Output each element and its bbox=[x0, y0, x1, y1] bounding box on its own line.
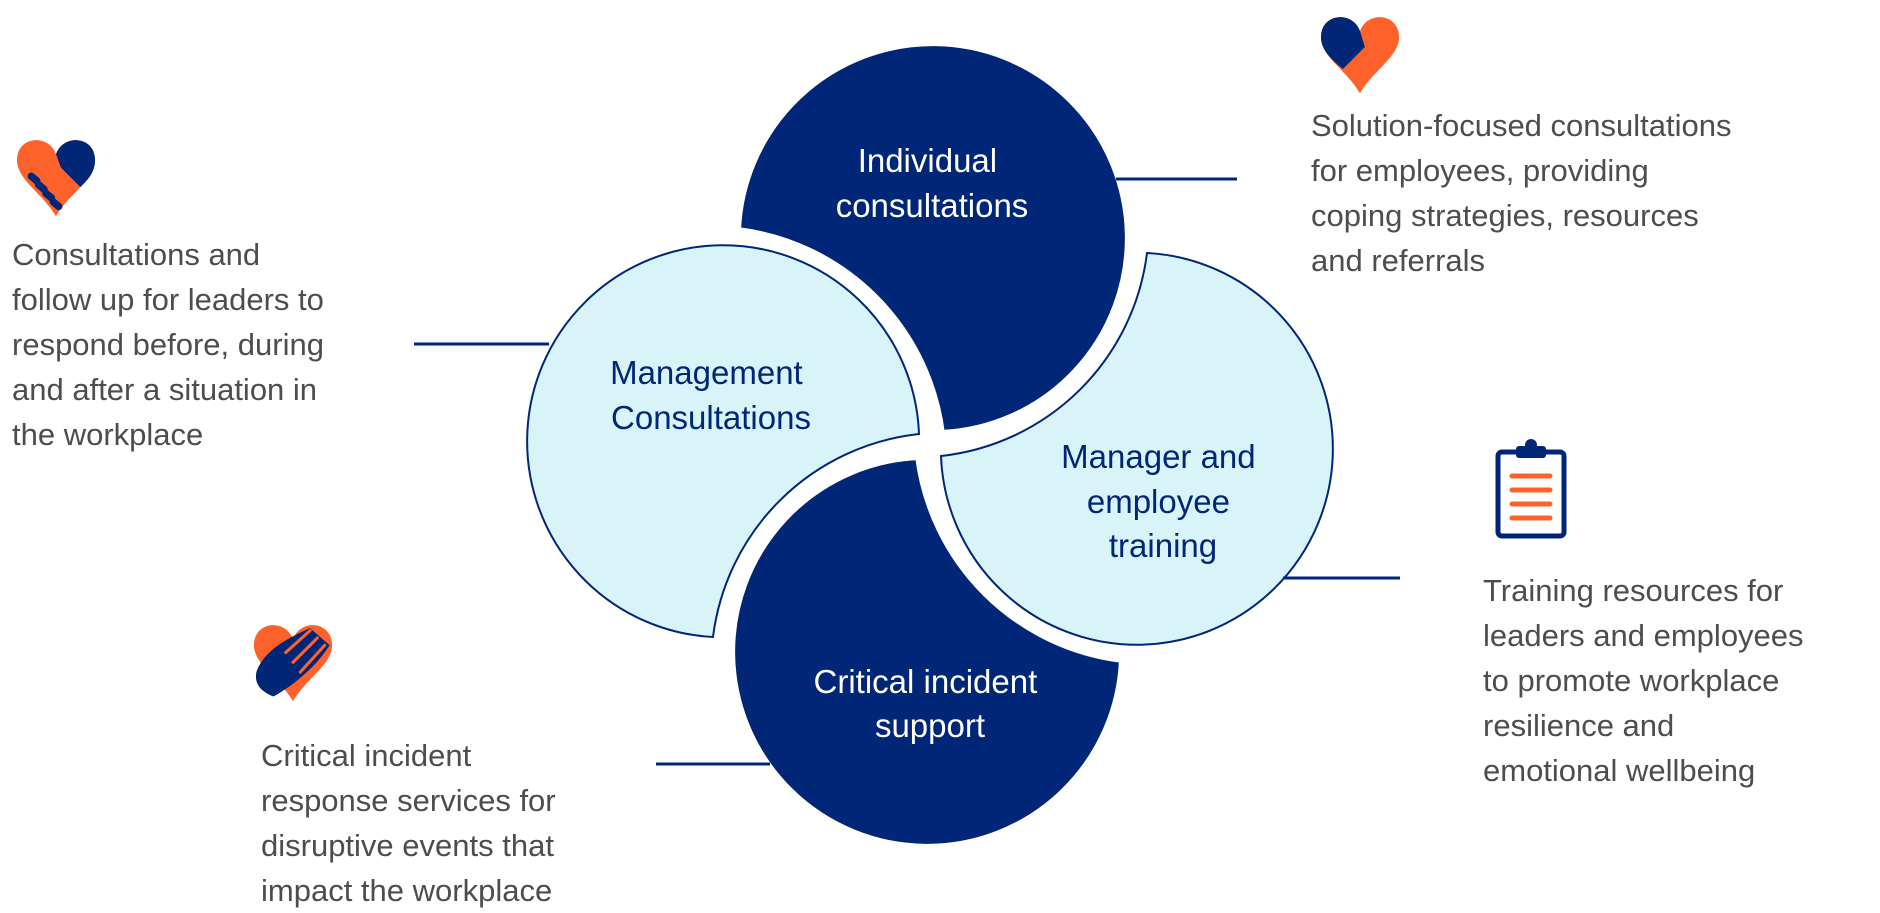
description-line: to promote workplace bbox=[1483, 663, 1780, 698]
handshake-heart-icon bbox=[16, 140, 96, 217]
description-line: resilience and bbox=[1483, 708, 1675, 743]
description-line: and referrals bbox=[1311, 243, 1486, 278]
segment-label-line: training bbox=[1109, 527, 1217, 564]
description-line: emotional wellbeing bbox=[1483, 753, 1756, 788]
segment-label-line: Consultations bbox=[611, 399, 811, 436]
segment-label-training: Manager and employee training bbox=[1061, 438, 1265, 564]
segment-management bbox=[526, 244, 921, 639]
segment-label-line: Management bbox=[610, 354, 803, 391]
description-line: impact the workplace bbox=[261, 873, 553, 908]
description-line: respond before, during bbox=[12, 327, 324, 362]
segment-individual bbox=[733, 38, 1133, 438]
description-line: leaders and employees bbox=[1483, 618, 1804, 653]
description-line: and after a situation in bbox=[12, 372, 318, 407]
segment-label-critical: Critical incident support bbox=[814, 663, 1047, 744]
description-line: Critical incident bbox=[261, 738, 472, 773]
segment-label-line: consultations bbox=[836, 187, 1029, 224]
description-training: Training resources for leaders and emplo… bbox=[1483, 568, 1804, 793]
segment-label-line: employee bbox=[1087, 483, 1230, 520]
segment-label-individual: Individual consultations bbox=[836, 142, 1029, 224]
description-line: follow up for leaders to bbox=[12, 282, 324, 317]
description-line: coping strategies, resources bbox=[1311, 198, 1699, 233]
segment-label-management: Management Consultations bbox=[610, 354, 812, 436]
segment-critical bbox=[727, 452, 1127, 852]
description-line: Training resources for bbox=[1483, 573, 1784, 608]
segment-label-line: Critical incident bbox=[814, 663, 1038, 700]
description-management: Consultations and follow up for leaders … bbox=[12, 232, 324, 457]
hand-heart-icon bbox=[253, 625, 333, 702]
segment-label-line: support bbox=[875, 707, 985, 744]
segment-training bbox=[939, 251, 1334, 646]
clipboard-icon bbox=[1495, 439, 1567, 539]
description-line: the workplace bbox=[12, 417, 204, 452]
segment-label-line: Individual bbox=[858, 142, 997, 179]
description-critical: Critical incident response services for … bbox=[261, 733, 556, 913]
segment-label-line: Manager and bbox=[1061, 438, 1255, 475]
description-line: disruptive events that bbox=[261, 828, 554, 863]
description-individual: Solution-focused consultations for emplo… bbox=[1311, 103, 1731, 283]
heart-icon bbox=[1320, 17, 1400, 94]
description-line: for employees, providing bbox=[1311, 153, 1649, 188]
description-line: response services for bbox=[261, 783, 556, 818]
description-line: Solution-focused consultations bbox=[1311, 108, 1732, 143]
description-line: Consultations and bbox=[12, 237, 261, 272]
